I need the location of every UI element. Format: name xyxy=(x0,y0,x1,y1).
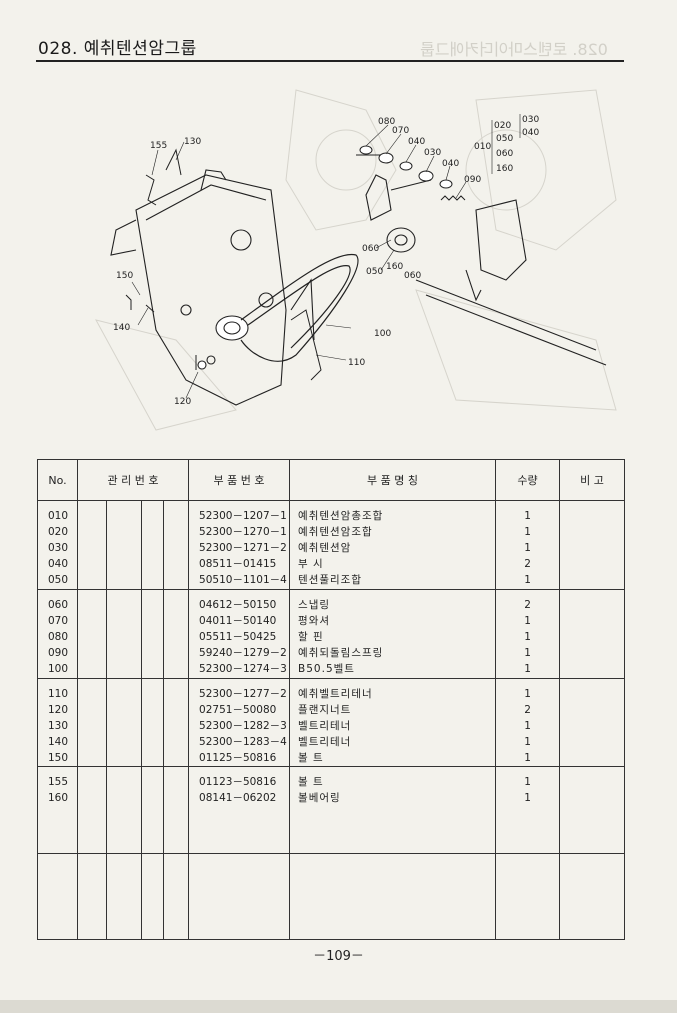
callout-060b: 060 xyxy=(404,271,421,281)
callout-150: 150 xyxy=(116,271,133,281)
callout-130: 130 xyxy=(184,137,201,147)
diagram-svg: 155 130 150 140 120 080 070 040 030 040 … xyxy=(95,89,617,431)
col-header-part-no: 부 품 번 호 xyxy=(188,459,291,501)
no-cell: 060 070 080 090 100 xyxy=(37,589,78,679)
part-name-cell: 예취벨트리테너 플랜지너트 벨트리테너 벨트리테너 볼 트 xyxy=(289,678,497,767)
callout-160: 160 xyxy=(386,262,403,272)
col-header-qty: 수량 xyxy=(495,459,561,501)
title-divider xyxy=(36,60,624,62)
callout-060c: 060 xyxy=(496,149,513,159)
callout-060: 060 xyxy=(362,244,379,254)
qty-cell: 1 1 xyxy=(495,766,561,854)
qty-cell: 1 2 1 1 1 xyxy=(495,678,561,767)
exploded-parts-diagram: 155 130 150 140 120 080 070 040 030 040 … xyxy=(36,80,626,450)
qty-cell: 1 1 1 2 1 xyxy=(495,500,561,590)
table-row-group: 060 070 080 090 100 04612－50150 04011－50… xyxy=(37,589,626,679)
callout-050b: 050 xyxy=(496,134,513,144)
parts-table: No. 관 리 번 호 부 품 번 호 부 품 명 칭 수량 비 고 010 0… xyxy=(37,459,626,940)
col-header-no: No. xyxy=(37,459,78,501)
table-row-group: 010 020 030 040 050 52300－1207－1 52300－1… xyxy=(37,500,626,590)
part-number-cell: 52300－1277－2 02751－50080 52300－1282－3 52… xyxy=(188,678,291,767)
callout-040c: 040 xyxy=(522,128,539,138)
callout-040: 040 xyxy=(408,137,425,147)
callout-110: 110 xyxy=(348,358,365,368)
table-row-group: 155 160 01123－50816 08141－06202 볼 트 볼베어링… xyxy=(37,766,626,854)
part-number-cell: 04612－50150 04011－50140 05511－50425 5924… xyxy=(188,589,291,679)
callout-070: 070 xyxy=(392,126,409,136)
callout-160b: 160 xyxy=(496,164,513,174)
part-name-cell: 볼 트 볼베어링 xyxy=(289,766,497,854)
qty-cell: 2 1 1 1 1 xyxy=(495,589,561,679)
callout-030b: 030 xyxy=(522,115,539,125)
page-title: 028. 예취텐션암그룹 xyxy=(38,39,197,59)
no-cell: 110 120 130 140 150 xyxy=(37,678,78,767)
no-cell: 155 160 xyxy=(37,766,78,854)
callout-140: 140 xyxy=(113,323,130,333)
col-header-mgmt: 관 리 번 호 xyxy=(76,459,190,501)
part-name-cell: 스냅링 평와셔 할 핀 예취되돌림스프링 B50.5벨트 xyxy=(289,589,497,679)
part-name-cell: 예취텐션암총조합 예취텐션암조합 예취텐션암 부 시 텐션풀리조합 xyxy=(289,500,497,590)
page-number: －109－ xyxy=(313,949,364,964)
callout-100: 100 xyxy=(374,329,391,339)
callout-120: 120 xyxy=(174,397,191,407)
callout-155: 155 xyxy=(150,141,167,151)
remark-cell xyxy=(559,500,626,590)
callout-090: 090 xyxy=(464,175,481,185)
callout-030: 030 xyxy=(424,148,441,158)
remark-cell xyxy=(559,766,626,854)
col-header-part-name: 부 품 명 칭 xyxy=(289,459,497,501)
part-number-cell: 01123－50816 08141－06202 xyxy=(188,766,291,854)
bleed-through-text: 028. 로텐스마이더커애그룹 xyxy=(420,40,608,59)
remark-cell xyxy=(559,589,626,679)
callout-050: 050 xyxy=(366,267,383,277)
col-header-remark: 비 고 xyxy=(559,459,626,501)
table-row-group: 110 120 130 140 150 52300－1277－2 02751－5… xyxy=(37,678,626,767)
callout-020: 020 xyxy=(494,121,511,131)
diagram-callouts: 155 130 150 140 120 080 070 040 030 040 … xyxy=(113,115,539,407)
callout-010: 010 xyxy=(474,142,491,152)
parts-table-body: 010 020 030 040 050 52300－1207－1 52300－1… xyxy=(37,500,626,940)
callout-040b: 040 xyxy=(442,159,459,169)
no-cell: 010 020 030 040 050 xyxy=(37,500,78,590)
remark-cell xyxy=(559,678,626,767)
table-header-row: No. 관 리 번 호 부 품 번 호 부 품 명 칭 수량 비 고 xyxy=(37,459,626,501)
table-row-group-empty xyxy=(37,853,626,940)
scan-edge xyxy=(0,1000,677,1013)
part-number-cell: 52300－1207－1 52300－1270－1 52300－1271－2 0… xyxy=(188,500,291,590)
callout-080: 080 xyxy=(378,117,395,127)
